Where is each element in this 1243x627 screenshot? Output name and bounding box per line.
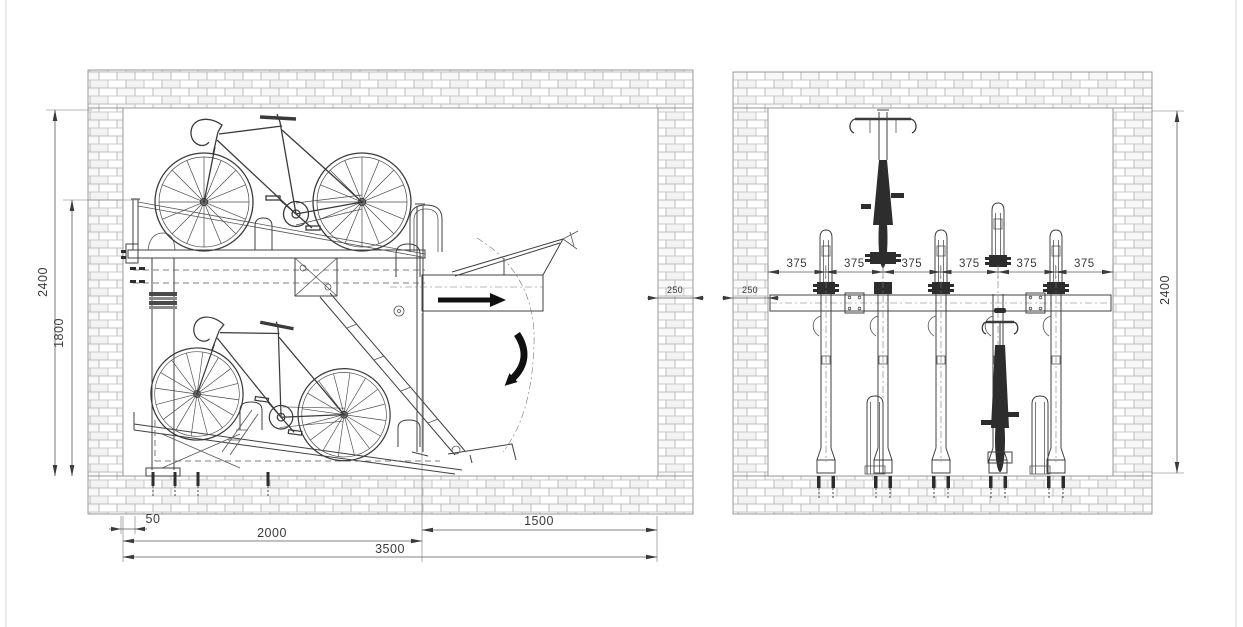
dim-spacing-5: 375 [1016, 258, 1037, 270]
dim-spacing-2: 375 [844, 258, 865, 270]
side-view-brick-walls [87, 69, 694, 515]
upper-tier-bicycle-front [849, 109, 917, 268]
dim-aisle-label: 1500 [524, 514, 554, 528]
tilt-direction-arrow [504, 332, 528, 386]
floor-slab [732, 475, 1153, 515]
wall-right [1112, 107, 1153, 477]
dim-wall-thickness-label: 250 [742, 285, 758, 295]
dim-wall-thickness-label: 250 [667, 285, 683, 295]
dim-rack-length-label: 2000 [257, 526, 287, 540]
upper-tier-bicycle [153, 112, 413, 253]
front-view-dimensions: 375 375 375 375 375 375 250 2400 [722, 110, 1184, 474]
tilt-path-arc [476, 237, 535, 453]
lower-tier-bicycle-front [981, 308, 1019, 472]
lower-tier-cross-beam [769, 292, 1112, 314]
sheet-edges [5, 0, 1237, 627]
wall-top [87, 69, 694, 109]
front-view-brick-walls [732, 71, 1153, 515]
lower-tier-bicycle [143, 304, 403, 469]
dim-spacing-1: 375 [786, 258, 807, 270]
stub-channel-1 [864, 395, 886, 475]
dim-upper-tier-height-label: 1800 [52, 318, 66, 348]
slide-direction-arrow [438, 293, 506, 307]
dim-spacing-4: 375 [959, 258, 980, 270]
two-tier-rack-structure [121, 198, 579, 497]
rack-unit-3 [927, 229, 955, 499]
floor-anchors [151, 472, 270, 497]
dim-wall-gap-label: 50 [146, 512, 161, 526]
wall-left [87, 107, 124, 477]
wall-top [732, 71, 1153, 109]
dim-spacing-6: 375 [1074, 258, 1095, 270]
dim-overall-height-label: 2400 [36, 267, 50, 297]
dim-overall-height-label: 2400 [1158, 275, 1172, 305]
dim-overall-depth-label: 3500 [375, 542, 405, 556]
rack-unit-1 [812, 229, 840, 499]
wall-right [657, 107, 694, 477]
dim-spacing-3: 375 [901, 258, 922, 270]
side-view-drawing: 2400 1800 50 1500 2000 3500 250 [36, 69, 704, 562]
rack-unit-2 [869, 265, 893, 499]
floor-slab [87, 475, 694, 515]
wall-left [732, 107, 769, 477]
rack-unit-5 [1042, 229, 1070, 499]
side-view-dimensions: 2400 1800 50 1500 2000 3500 250 [36, 109, 704, 562]
front-view-drawing: 375 375 375 375 375 375 250 2400 [722, 71, 1184, 515]
